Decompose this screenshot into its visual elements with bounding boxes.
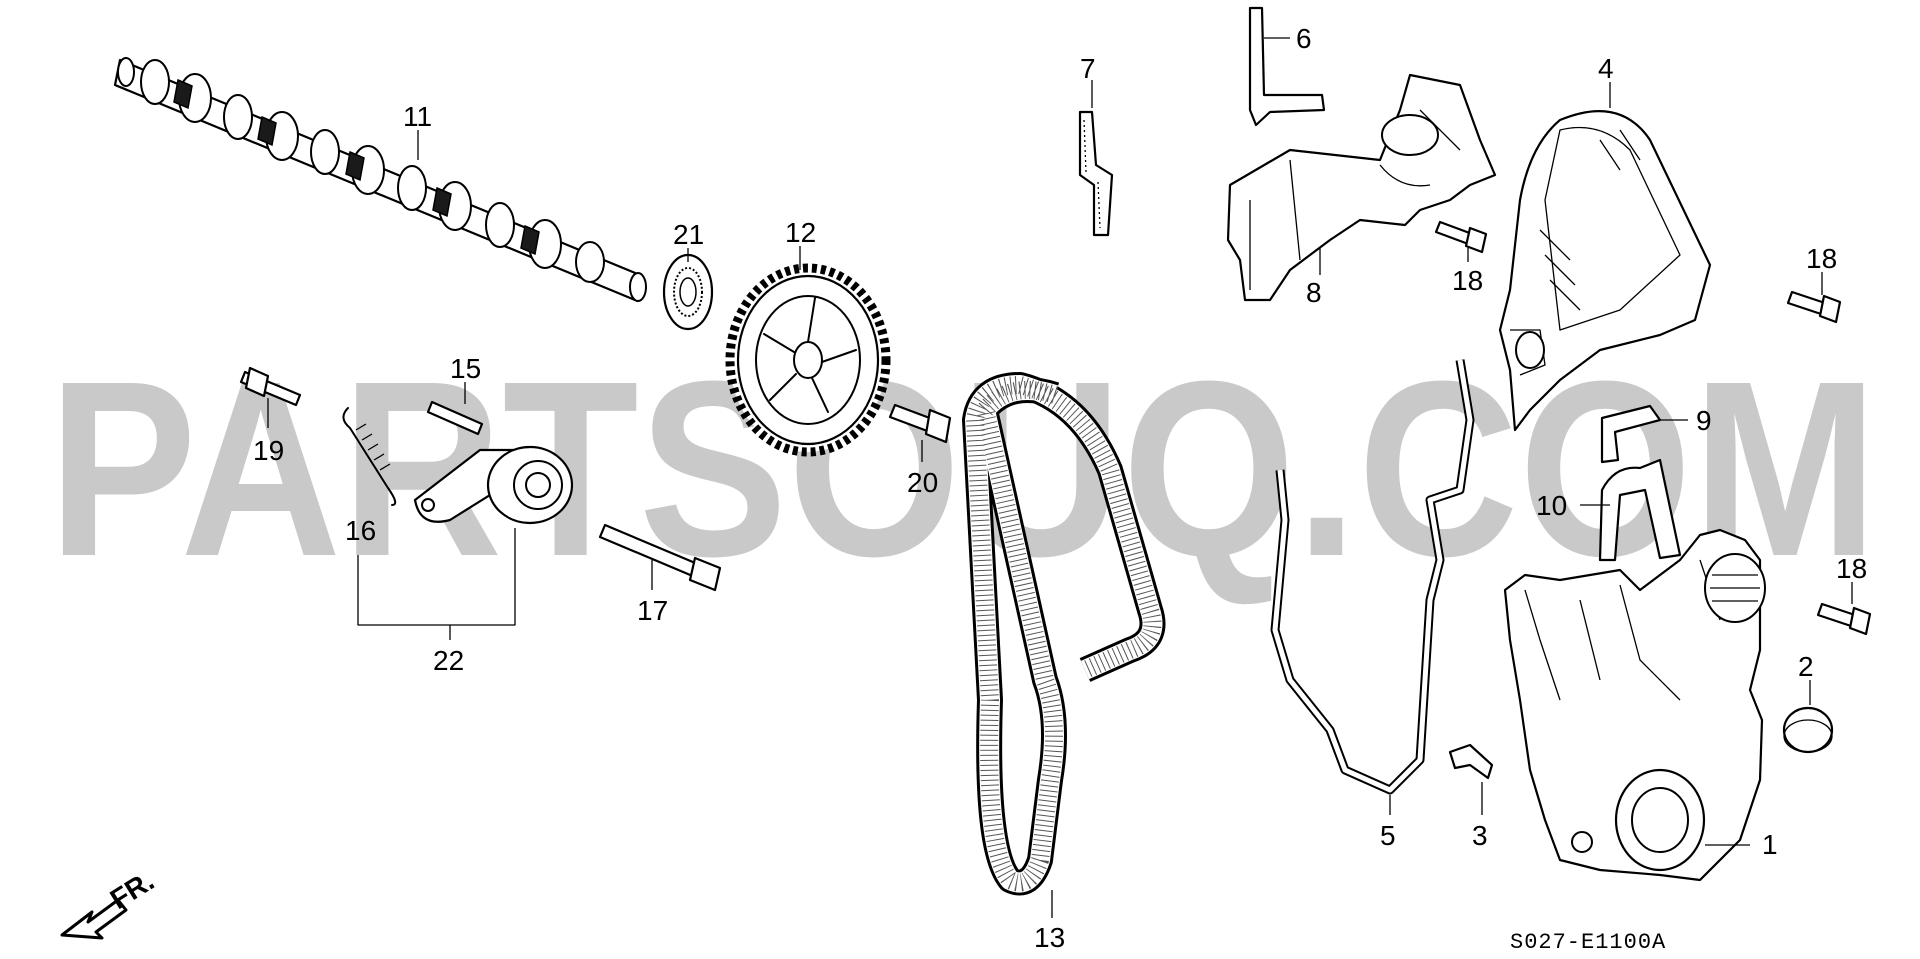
callout-21: 21 [673, 219, 704, 250]
cover-seal-part[interactable] [1078, 110, 1114, 237]
callout-12: 12 [785, 217, 816, 248]
callout-20: 20 [907, 467, 938, 498]
callout-16: 16 [345, 515, 376, 546]
callout-3: 3 [1472, 820, 1488, 851]
seal-lower-part[interactable] [1598, 458, 1682, 562]
callout-18-right-lower: 18 [1836, 553, 1867, 584]
seal-upper-part[interactable] [1600, 404, 1662, 464]
belt-guide-clip-part[interactable] [1448, 743, 1494, 780]
camshaft-oil-seal-part[interactable] [662, 253, 714, 331]
cover-gasket-part[interactable] [1270, 359, 1475, 795]
callout-9: 9 [1696, 405, 1712, 436]
callout-6: 6 [1296, 23, 1312, 54]
callout-17: 17 [637, 595, 668, 626]
callout-5: 5 [1380, 820, 1396, 851]
watermark: PARTSOUQ.COM [48, 329, 1878, 608]
callout-7: 7 [1080, 53, 1096, 84]
back-cover-part[interactable] [1226, 73, 1497, 302]
callout-8: 8 [1306, 277, 1322, 308]
cover-bolt-right-upper-part[interactable] [1786, 290, 1842, 324]
tensioner-bolt-part[interactable] [598, 523, 722, 592]
callout-22: 22 [433, 645, 464, 676]
cover-cap-part[interactable] [1782, 706, 1834, 754]
timing-belt-tensioner-part[interactable] [413, 445, 574, 525]
callout-2: 2 [1798, 651, 1814, 682]
callout-19: 19 [253, 435, 284, 466]
callout-4: 4 [1598, 53, 1614, 84]
tensioner-pin-part[interactable] [426, 400, 484, 436]
callout-15: 15 [450, 353, 481, 384]
tensioner-spring-part[interactable] [342, 407, 397, 506]
front-direction-arrow-icon [60, 898, 128, 940]
upper-seal-part[interactable] [1248, 6, 1326, 127]
lower-timing-cover-part[interactable] [1503, 528, 1766, 882]
callout-1: 1 [1762, 829, 1778, 860]
pulley-bolt-part[interactable] [888, 403, 952, 444]
diagram-code: S027-E1100A [1510, 930, 1666, 955]
cover-bolt-right-lower-part[interactable] [1816, 602, 1872, 636]
callout-11: 11 [403, 101, 432, 132]
stud-bolt-part[interactable] [239, 366, 302, 407]
timing-belt-part[interactable] [962, 372, 1166, 896]
callout-18-upper: 18 [1452, 265, 1483, 296]
callout-10: 10 [1536, 490, 1567, 521]
camshaft-pulley-part[interactable] [725, 263, 891, 457]
camshaft-part[interactable] [113, 57, 647, 302]
upper-timing-cover-part[interactable] [1498, 109, 1712, 432]
callout-13: 13 [1034, 922, 1065, 953]
cover-bolt-upper-part[interactable] [1434, 220, 1488, 254]
callout-18-right-upper: 18 [1806, 243, 1837, 274]
